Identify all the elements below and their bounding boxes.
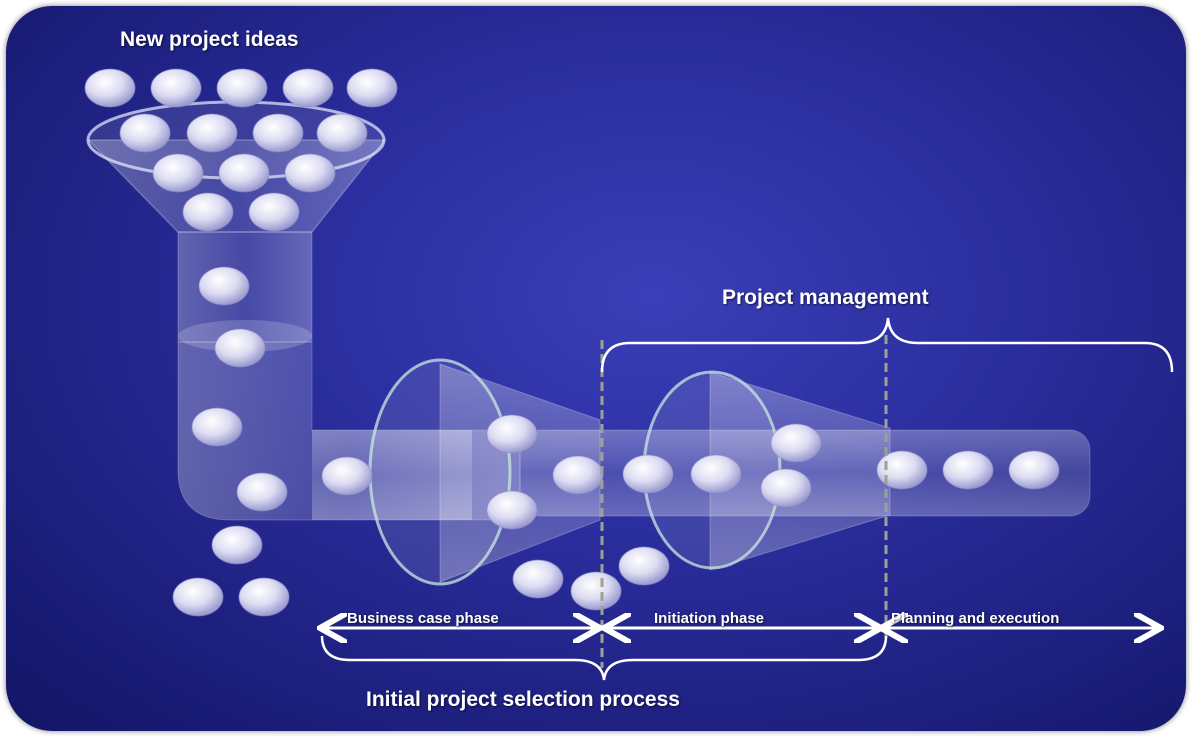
- bead: [618, 546, 670, 586]
- bead: [321, 456, 373, 496]
- bead: [172, 577, 224, 617]
- bead: [191, 407, 243, 447]
- bead: [770, 423, 822, 463]
- initial-selection-label: Initial project selection process: [366, 688, 680, 711]
- initiation-cone: [642, 370, 891, 571]
- bead: [248, 192, 300, 232]
- bead: [198, 266, 250, 306]
- bead: [552, 455, 604, 495]
- bead: [238, 577, 290, 617]
- bead: [486, 490, 538, 530]
- bead: [284, 153, 336, 193]
- bead: [211, 525, 263, 565]
- bead: [186, 113, 238, 153]
- bead: [150, 68, 202, 108]
- bead: [214, 328, 266, 368]
- bead: [236, 472, 288, 512]
- planning-execution-label: Planning and execution: [891, 610, 1060, 627]
- bead: [346, 68, 398, 108]
- bead: [760, 468, 812, 508]
- bead: [316, 113, 368, 153]
- initiation-phase-label: Initiation phase: [654, 610, 765, 627]
- bead: [152, 153, 204, 193]
- bead: [216, 68, 268, 108]
- initial-selection-brace: [320, 635, 888, 681]
- bead: [218, 153, 270, 193]
- business-case-cone: [368, 358, 601, 586]
- bead: [282, 68, 334, 108]
- bead: [690, 454, 742, 494]
- bead: [182, 192, 234, 232]
- bead: [119, 113, 171, 153]
- bead: [876, 450, 928, 490]
- bead: [942, 450, 994, 490]
- bead: [84, 68, 136, 108]
- bead: [252, 113, 304, 153]
- new-project-ideas-label: New project ideas: [120, 28, 299, 51]
- bead: [622, 454, 674, 494]
- bead: [1008, 450, 1060, 490]
- project-idea-beads: [84, 68, 1060, 617]
- project-management-brace: [600, 317, 1174, 373]
- bead: [486, 414, 538, 454]
- project-management-label: Project management: [722, 286, 929, 309]
- bead: [570, 571, 622, 611]
- business-case-phase-label: Business case phase: [347, 610, 499, 627]
- bead: [512, 559, 564, 599]
